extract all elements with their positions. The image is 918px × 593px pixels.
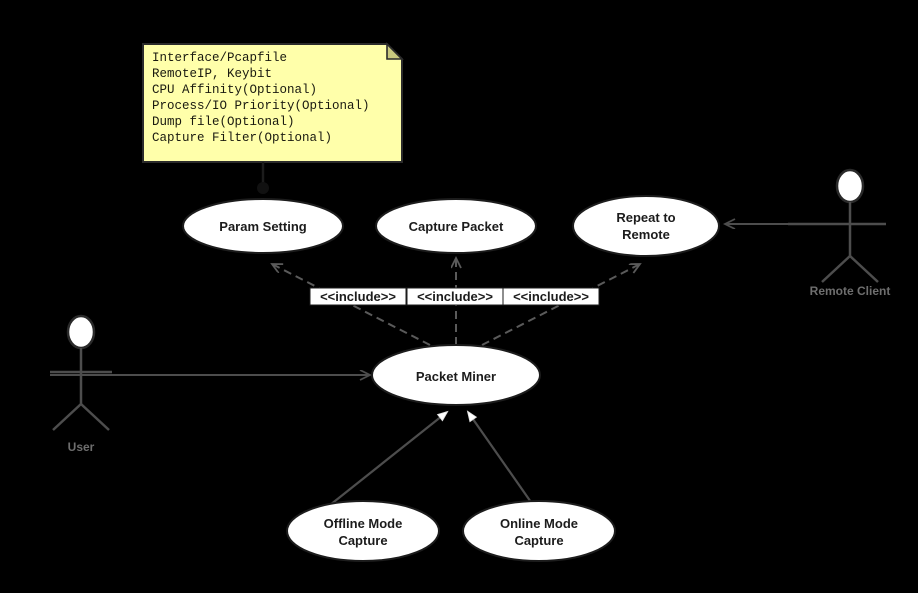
generalization-offline-to-packet-miner <box>329 410 449 506</box>
use-case-param-setting[interactable]: Param Setting <box>182 198 344 254</box>
note-line-5: Dump file(Optional) <box>152 115 295 129</box>
note-fold-corner <box>386 42 404 60</box>
note-line-3: CPU Affinity(Optional) <box>152 83 317 97</box>
include-label-repeat-to-remote-text: <<include>> <box>513 289 589 304</box>
include-line-repeat-to-remote <box>481 264 640 346</box>
actor-remote-client-label: Remote Client <box>810 284 891 298</box>
include-label-capture-packet: <<include>> <box>406 287 504 306</box>
include-label-capture-packet-text: <<include>> <box>417 289 493 304</box>
use-case-packet-miner-label: Packet Miner <box>416 369 496 384</box>
use-case-repeat-to-remote[interactable]: Repeat to Remote <box>572 195 720 257</box>
actor-remote-client-head-icon <box>835 168 865 204</box>
actor-remote-client[interactable]: Remote Client <box>788 168 891 298</box>
actor-user-right-leg <box>80 403 110 431</box>
note-line-4: Process/IO Priority(Optional) <box>152 99 370 113</box>
include-label-repeat-to-remote: <<include>> <box>502 287 600 306</box>
requirements-note: Interface/Pcapfile RemoteIP, Keybit CPU … <box>142 42 404 163</box>
actor-user-head-icon <box>66 314 96 350</box>
use-case-offline-mode-capture-label-line-2: Capture <box>338 533 387 548</box>
use-case-online-mode-capture-label-line-2: Capture <box>514 533 563 548</box>
note-line-1: Interface/Pcapfile <box>152 51 287 65</box>
use-case-repeat-to-remote-label-line-1: Repeat to <box>616 210 675 225</box>
generalization-online-to-packet-miner <box>466 410 534 506</box>
actor-remote-client-left-leg <box>821 255 851 283</box>
actor-user[interactable]: User <box>50 314 112 454</box>
use-case-online-mode-capture[interactable]: Online Mode Capture <box>462 500 616 562</box>
use-case-offline-mode-capture-label-line-1: Offline Mode <box>324 516 403 531</box>
note-line-2: RemoteIP, Keybit <box>152 67 272 81</box>
include-line-param-setting <box>272 264 431 346</box>
include-label-param-setting: <<include>> <box>309 287 407 306</box>
note-body <box>142 43 403 163</box>
note-line-6: Capture Filter(Optional) <box>152 131 332 145</box>
use-case-capture-packet-label: Capture Packet <box>409 219 504 234</box>
use-case-offline-mode-capture[interactable]: Offline Mode Capture <box>286 500 440 562</box>
include-label-param-setting-text: <<include>> <box>320 289 396 304</box>
actor-remote-client-right-leg <box>849 255 879 283</box>
note-anchor-connector <box>257 162 269 194</box>
actor-user-label: User <box>68 440 95 454</box>
actor-user-left-leg <box>52 403 82 431</box>
use-case-capture-packet[interactable]: Capture Packet <box>375 198 537 254</box>
use-case-packet-miner[interactable]: Packet Miner <box>371 344 541 406</box>
use-case-param-setting-label: Param Setting <box>219 219 306 234</box>
use-case-repeat-to-remote-label-line-2: Remote <box>622 227 670 242</box>
use-case-online-mode-capture-label-line-1: Online Mode <box>500 516 578 531</box>
